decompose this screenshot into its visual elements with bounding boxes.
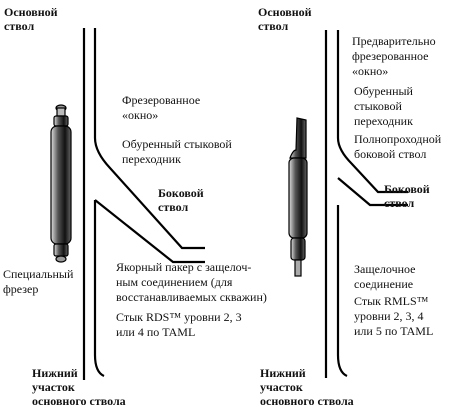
mill-body [50,125,72,245]
left-main-lower-inner [93,200,105,378]
mill-lower-collar [53,243,69,257]
right-lateral-lower-wall [337,177,408,207]
left-wellbore [82,28,205,380]
left-lateral-lower-wall [94,199,205,264]
anchor-packer-label: Якорный пакер с защелоч-ным соединением … [116,260,267,304]
whipstock-ramp [289,117,307,159]
whipstock-lower [290,237,306,261]
mill-bottom-cap [55,255,67,263]
whipstock-body [288,157,308,239]
right-main-lower-inner [336,205,348,378]
left-milled-window-label: Фрезерованное«окно» [122,93,201,122]
mill-upper-collar [53,115,69,127]
right-wellbore [324,30,408,378]
whipstock-tip [294,259,302,277]
left-lateral-upper-wall [93,137,205,250]
mill-top-neck [56,107,66,117]
right-lateral-upper-wall [336,137,408,194]
whipstock-tool [288,117,308,277]
special-mill-tool [50,104,72,263]
